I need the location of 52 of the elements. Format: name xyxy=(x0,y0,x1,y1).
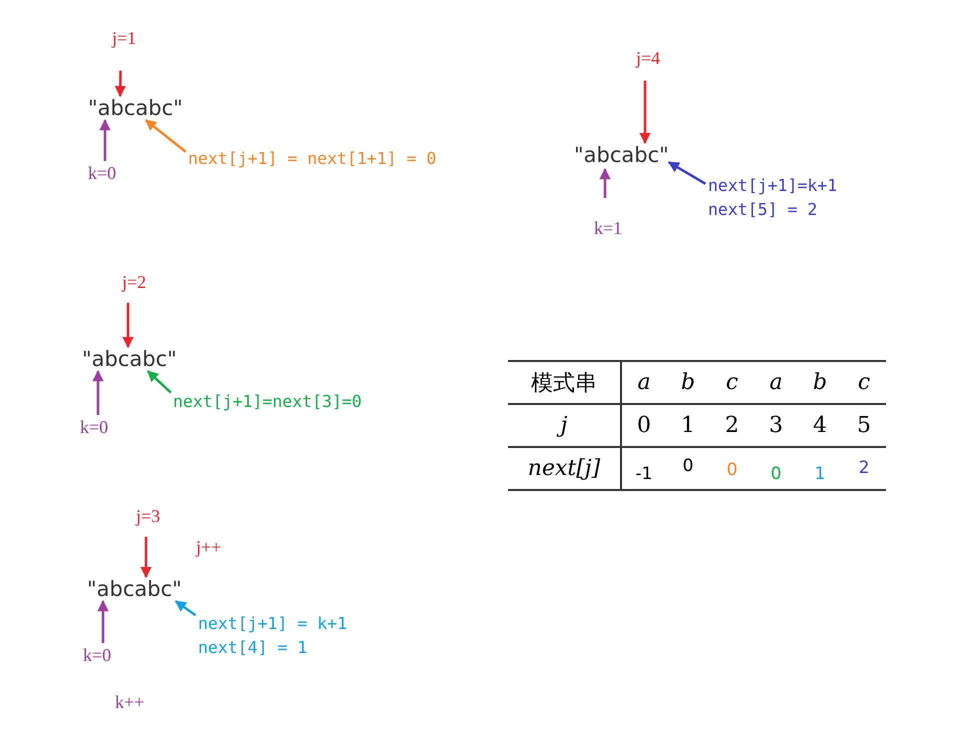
arrow xyxy=(99,119,111,161)
arrow xyxy=(122,302,134,348)
index-number: 5 xyxy=(857,413,871,438)
arrow xyxy=(97,600,109,643)
formula-line: next[4] = 1 xyxy=(198,636,308,659)
formula-line: next[5] = 2 xyxy=(708,198,818,221)
next-value: 0 xyxy=(682,456,694,476)
variable-label: k=0 xyxy=(80,417,108,438)
formula-line: next[j+1] = k+1 xyxy=(198,613,348,635)
arrow xyxy=(140,536,152,578)
arrow xyxy=(174,600,196,616)
arrow xyxy=(92,370,104,415)
variable-label: k=0 xyxy=(83,645,112,666)
pattern-string: "abcabc" xyxy=(82,347,177,372)
index-number: 4 xyxy=(813,413,827,438)
pattern-string: "abcabc" xyxy=(574,143,669,168)
pattern-character: a xyxy=(769,370,783,395)
variable-label: j=2 xyxy=(122,272,146,293)
index-number: 3 xyxy=(769,413,783,438)
increment-label: k++ xyxy=(115,692,144,713)
next-value: 0 xyxy=(770,464,782,484)
index-number: 2 xyxy=(725,413,739,438)
arrow xyxy=(599,168,611,198)
pattern-character: c xyxy=(858,370,870,395)
arrow xyxy=(639,80,651,144)
increment-label: j++ xyxy=(196,537,222,558)
row-header: next[j] xyxy=(528,456,600,481)
variable-label: j=1 xyxy=(112,28,136,49)
next-value: -1 xyxy=(636,464,652,484)
pattern-string: "abcabc" xyxy=(88,96,183,120)
pattern-character: b xyxy=(680,370,696,395)
formula-note: next[j+1] = next[1+1] = 0 xyxy=(188,150,436,169)
pattern-string: "abcabc" xyxy=(87,577,182,602)
variable-label: j=4 xyxy=(636,48,660,69)
row-header: 模式串 xyxy=(531,370,597,396)
formula-note: next[j+1]=next[3]=0 xyxy=(173,393,362,412)
formula-line: next[j+1]=k+1 xyxy=(708,175,838,197)
arrow xyxy=(114,70,126,98)
variable-label: j=3 xyxy=(136,506,160,527)
pattern-character: a xyxy=(637,370,651,395)
next-value: 0 xyxy=(726,460,738,480)
pattern-character: b xyxy=(812,370,828,395)
index-number: 1 xyxy=(681,413,695,438)
arrow xyxy=(668,161,706,185)
arrow xyxy=(144,119,186,153)
variable-label: k=1 xyxy=(594,218,622,239)
index-number: 0 xyxy=(637,413,651,438)
variable-label: k=0 xyxy=(88,163,116,184)
next-value: 1 xyxy=(814,464,826,484)
next-value: 2 xyxy=(858,458,870,478)
pattern-character: c xyxy=(726,370,738,395)
arrow xyxy=(146,370,172,394)
